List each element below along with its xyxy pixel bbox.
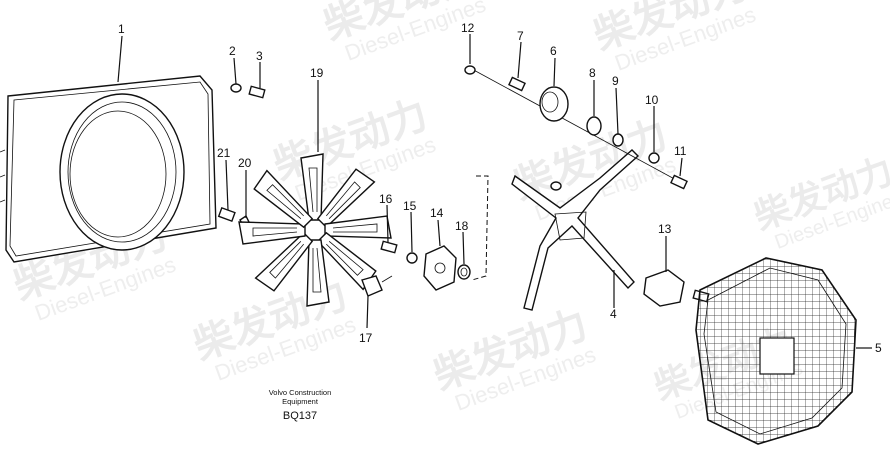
part-fan-19 [238,153,392,307]
part-washer-10 [648,152,660,164]
callout-labels: 1 2 3 4 5 6 7 8 9 10 11 12 13 14 15 16 1… [118,21,882,355]
callout-20: 20 [238,156,252,170]
callout-21: 21 [217,146,231,160]
part-washer-9 [612,133,624,147]
part-washer-12 [464,65,476,75]
callout-8: 8 [589,66,596,80]
part-pulley-6 [539,86,569,122]
footer-manufacturer-line2: Equipment [282,397,318,406]
footer-manufacturer: Volvo Construction [268,388,332,397]
callout-12: 12 [461,21,475,35]
callout-16: 16 [379,192,393,206]
callout-1: 1 [118,22,125,36]
part-guard-grille-5 [695,257,857,445]
callout-18: 18 [455,219,469,233]
callout-17: 17 [359,331,373,345]
callout-3: 3 [256,49,263,63]
part-bolt-11 [670,174,688,190]
part-sensor-17 [361,275,393,297]
callout-7: 7 [517,29,524,43]
alignment-dashed-line [471,175,489,281]
part-washer-2 [230,83,242,93]
part-washer-15 [406,252,418,264]
shaft-axis-line [469,67,681,183]
part-spacer-18 [457,264,471,280]
callout-10: 10 [645,93,659,107]
callout-19: 19 [310,66,324,80]
part-hub-14 [423,245,457,291]
callout-5: 5 [875,341,882,355]
part-bracket-4 [511,149,640,311]
part-bolt-21 [217,206,236,222]
callout-4: 4 [610,307,617,321]
callout-13: 13 [658,222,672,236]
callout-11: 11 [674,144,687,158]
part-bolt-3 [248,85,266,99]
part-bolt-16 [380,240,398,254]
callout-9: 9 [612,74,619,88]
callout-15: 15 [403,199,417,213]
part-bolt-7 [508,76,526,92]
leader-lines [117,34,872,349]
part-spacer-8 [586,116,602,136]
callout-6: 6 [550,44,557,58]
diagram-footer: Volvo Construction Equipment BQ137 [250,388,350,424]
callout-2: 2 [229,44,236,58]
footer-diagram-code: BQ137 [282,410,318,422]
callout-14: 14 [430,206,444,220]
part-fan-shroud [0,75,217,263]
